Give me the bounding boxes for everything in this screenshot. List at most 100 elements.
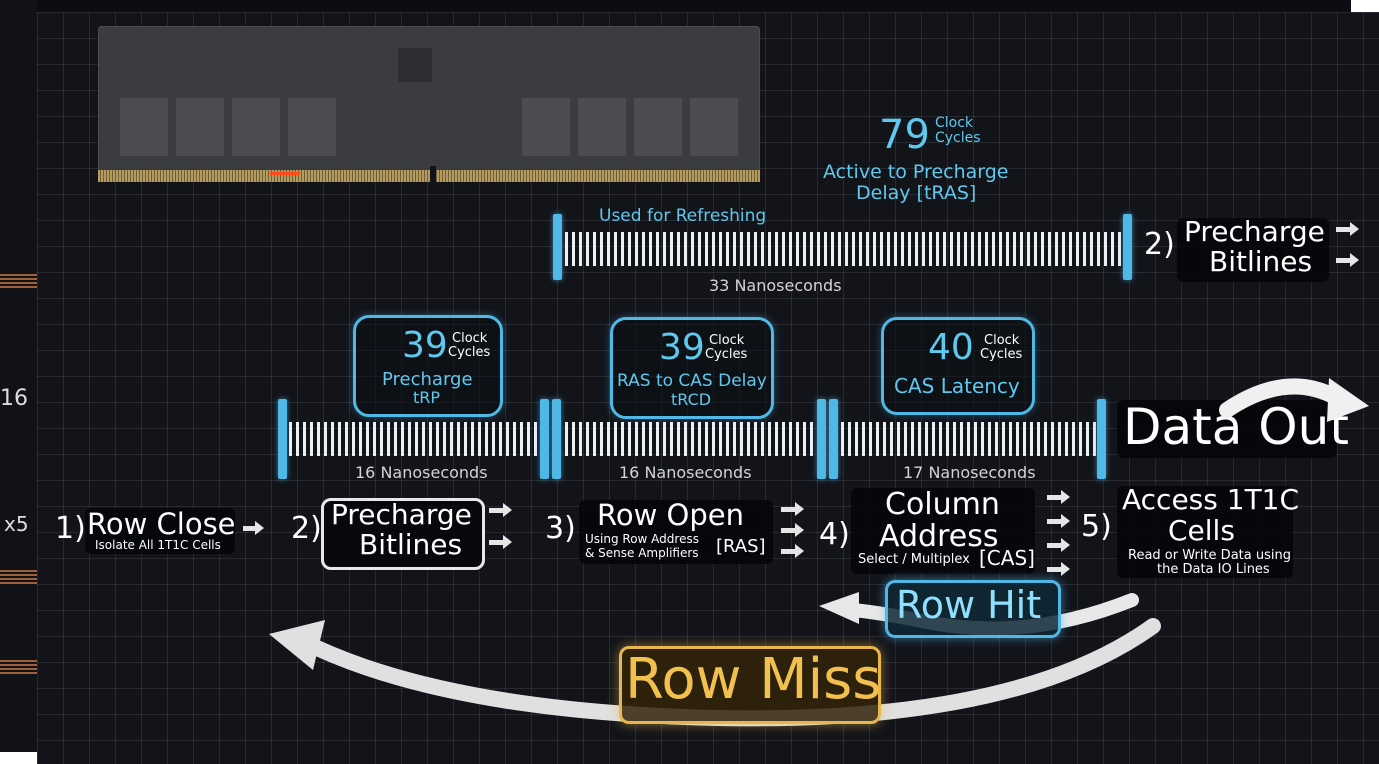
- arrow-right-icon: [489, 508, 503, 513]
- arrow-right-icon: [503, 535, 512, 549]
- step5-title: Access 1T1C: [1122, 483, 1300, 516]
- step4-number: 4): [819, 517, 850, 552]
- timeline-cap: [1097, 399, 1106, 479]
- tras-timeline-bar: [565, 232, 1125, 266]
- precharge-top-number: 2): [1144, 227, 1175, 262]
- tras-end-cap: [1123, 214, 1132, 280]
- arrow-right-icon: [1047, 519, 1061, 524]
- step2-title: Bitlines: [359, 528, 463, 561]
- step1-panel: [85, 508, 235, 554]
- step4-title: Address: [879, 519, 999, 554]
- timeline-cap: [278, 399, 287, 479]
- trp-cycles: 39: [402, 325, 448, 366]
- ram-key-notch: [430, 166, 436, 182]
- step3-title: Row Open: [597, 498, 744, 532]
- step5-subtitle: Read or Write Data using: [1128, 548, 1291, 563]
- timeline-cap: [817, 399, 826, 479]
- ram-module-image: [98, 26, 760, 182]
- step3-subtitle: & Sense Amplifiers: [585, 546, 699, 560]
- arrow-right-icon: [781, 507, 795, 512]
- step4-tag: [CAS]: [979, 546, 1035, 570]
- row-hit-box: [885, 580, 1061, 638]
- step1-subtitle: Isolate All 1T1C Cells: [95, 538, 221, 552]
- ram-chip: [522, 98, 570, 156]
- cas-cycles: 40: [928, 327, 974, 368]
- step5-title: Cells: [1168, 514, 1235, 547]
- diagram-canvas: 79 Clock Cycles Active to Precharge Dela…: [37, 12, 1379, 764]
- data-out-arrow-icon: [1219, 378, 1369, 422]
- timeline-cap: [829, 399, 838, 479]
- step4-title: Column: [885, 487, 1000, 522]
- step1-number: 1): [55, 511, 86, 546]
- ram-chip: [120, 98, 168, 156]
- tras-start-cap: [553, 214, 562, 280]
- tras-label: Delay [tRAS]: [856, 182, 977, 204]
- trp-timeline-bar: [289, 422, 537, 456]
- arrow-right-icon: [1350, 253, 1359, 267]
- arrow-right-icon: [503, 503, 512, 517]
- arrow-right-icon: [795, 502, 804, 516]
- trcd-timeline-bar: [565, 422, 815, 456]
- trp-cycles-unit: Clock: [452, 331, 488, 346]
- arrow-right-icon: [795, 523, 804, 537]
- row-miss-box: [619, 646, 881, 724]
- ram-chip: [176, 98, 224, 156]
- precharge-top-panel: [1177, 218, 1329, 282]
- step4-subtitle: Select / Multiplex: [858, 552, 970, 567]
- arrow-right-icon: [1336, 258, 1350, 263]
- timeline-cap: [540, 399, 549, 479]
- timeline-cap: [552, 399, 561, 479]
- arrow-right-icon: [1350, 222, 1359, 236]
- cas-timeline-bar: [841, 422, 1097, 456]
- trp-cycles-unit: Cycles: [448, 345, 491, 360]
- arrow-right-icon: [1047, 495, 1061, 500]
- trp-cycle-box: 39 Clock Cycles Precharge tRP: [353, 315, 503, 417]
- ram-chip: [578, 98, 626, 156]
- cas-duration: 17 Nanoseconds: [903, 463, 1036, 482]
- trp-duration: 16 Nanoseconds: [355, 463, 488, 482]
- arrow-right-icon: [1061, 490, 1070, 504]
- step2-box: [321, 498, 485, 570]
- step3-panel: [579, 500, 773, 564]
- cas-label: CAS Latency: [894, 374, 1020, 398]
- corner-frame: [1351, 0, 1379, 12]
- cas-cycles-unit: Clock: [984, 333, 1020, 348]
- row-miss-label: Row Miss: [625, 647, 882, 712]
- step3-number: 3): [545, 511, 576, 546]
- step5-subtitle: the Data IO Lines: [1157, 562, 1270, 577]
- edge-label: 16: [0, 386, 28, 411]
- arrow-right-icon: [1061, 562, 1070, 576]
- arrow-right-icon: [1061, 514, 1070, 528]
- edge-trace: [0, 570, 37, 584]
- refresh-note: Used for Refreshing: [599, 206, 767, 226]
- arrow-right-icon: [489, 540, 503, 545]
- arrow-right-icon: [795, 544, 804, 558]
- step5-number: 5): [1081, 509, 1112, 544]
- trcd-cycles: 39: [659, 327, 705, 368]
- tras-cycles-unit: Clock: [935, 115, 974, 131]
- ram-pmic: [398, 48, 432, 82]
- ram-contacts: [98, 170, 760, 182]
- ram-chip: [232, 98, 280, 156]
- trp-label: Precharge: [382, 369, 473, 390]
- cas-latency-cycle-box: 40 Clock Cycles CAS Latency: [881, 317, 1035, 415]
- step2-number: 2): [291, 511, 322, 546]
- trcd-cycles-unit: Clock: [709, 333, 745, 348]
- orange-arrow-icon: [270, 172, 300, 175]
- step2-title: Precharge: [331, 498, 472, 531]
- trcd-label: tRCD: [671, 390, 712, 409]
- arrow-right-icon: [1047, 567, 1061, 572]
- row-hit-label: Row Hit: [896, 583, 1042, 627]
- edge-trace: [0, 660, 37, 674]
- edge-trace: [0, 274, 37, 288]
- trcd-cycles-unit: Cycles: [705, 347, 748, 362]
- tras-duration: 33 Nanoseconds: [709, 276, 842, 295]
- step3-tag: [RAS]: [716, 536, 766, 557]
- precharge-top-title: Precharge: [1184, 215, 1325, 248]
- arrow-right-icon: [1061, 538, 1070, 552]
- arrow-right-icon: [1336, 227, 1350, 232]
- arrow-right-icon: [781, 549, 795, 554]
- cas-cycles-unit: Cycles: [980, 347, 1023, 362]
- step3-subtitle: Using Row Address: [585, 532, 699, 546]
- step1-title: Row Close: [87, 507, 236, 541]
